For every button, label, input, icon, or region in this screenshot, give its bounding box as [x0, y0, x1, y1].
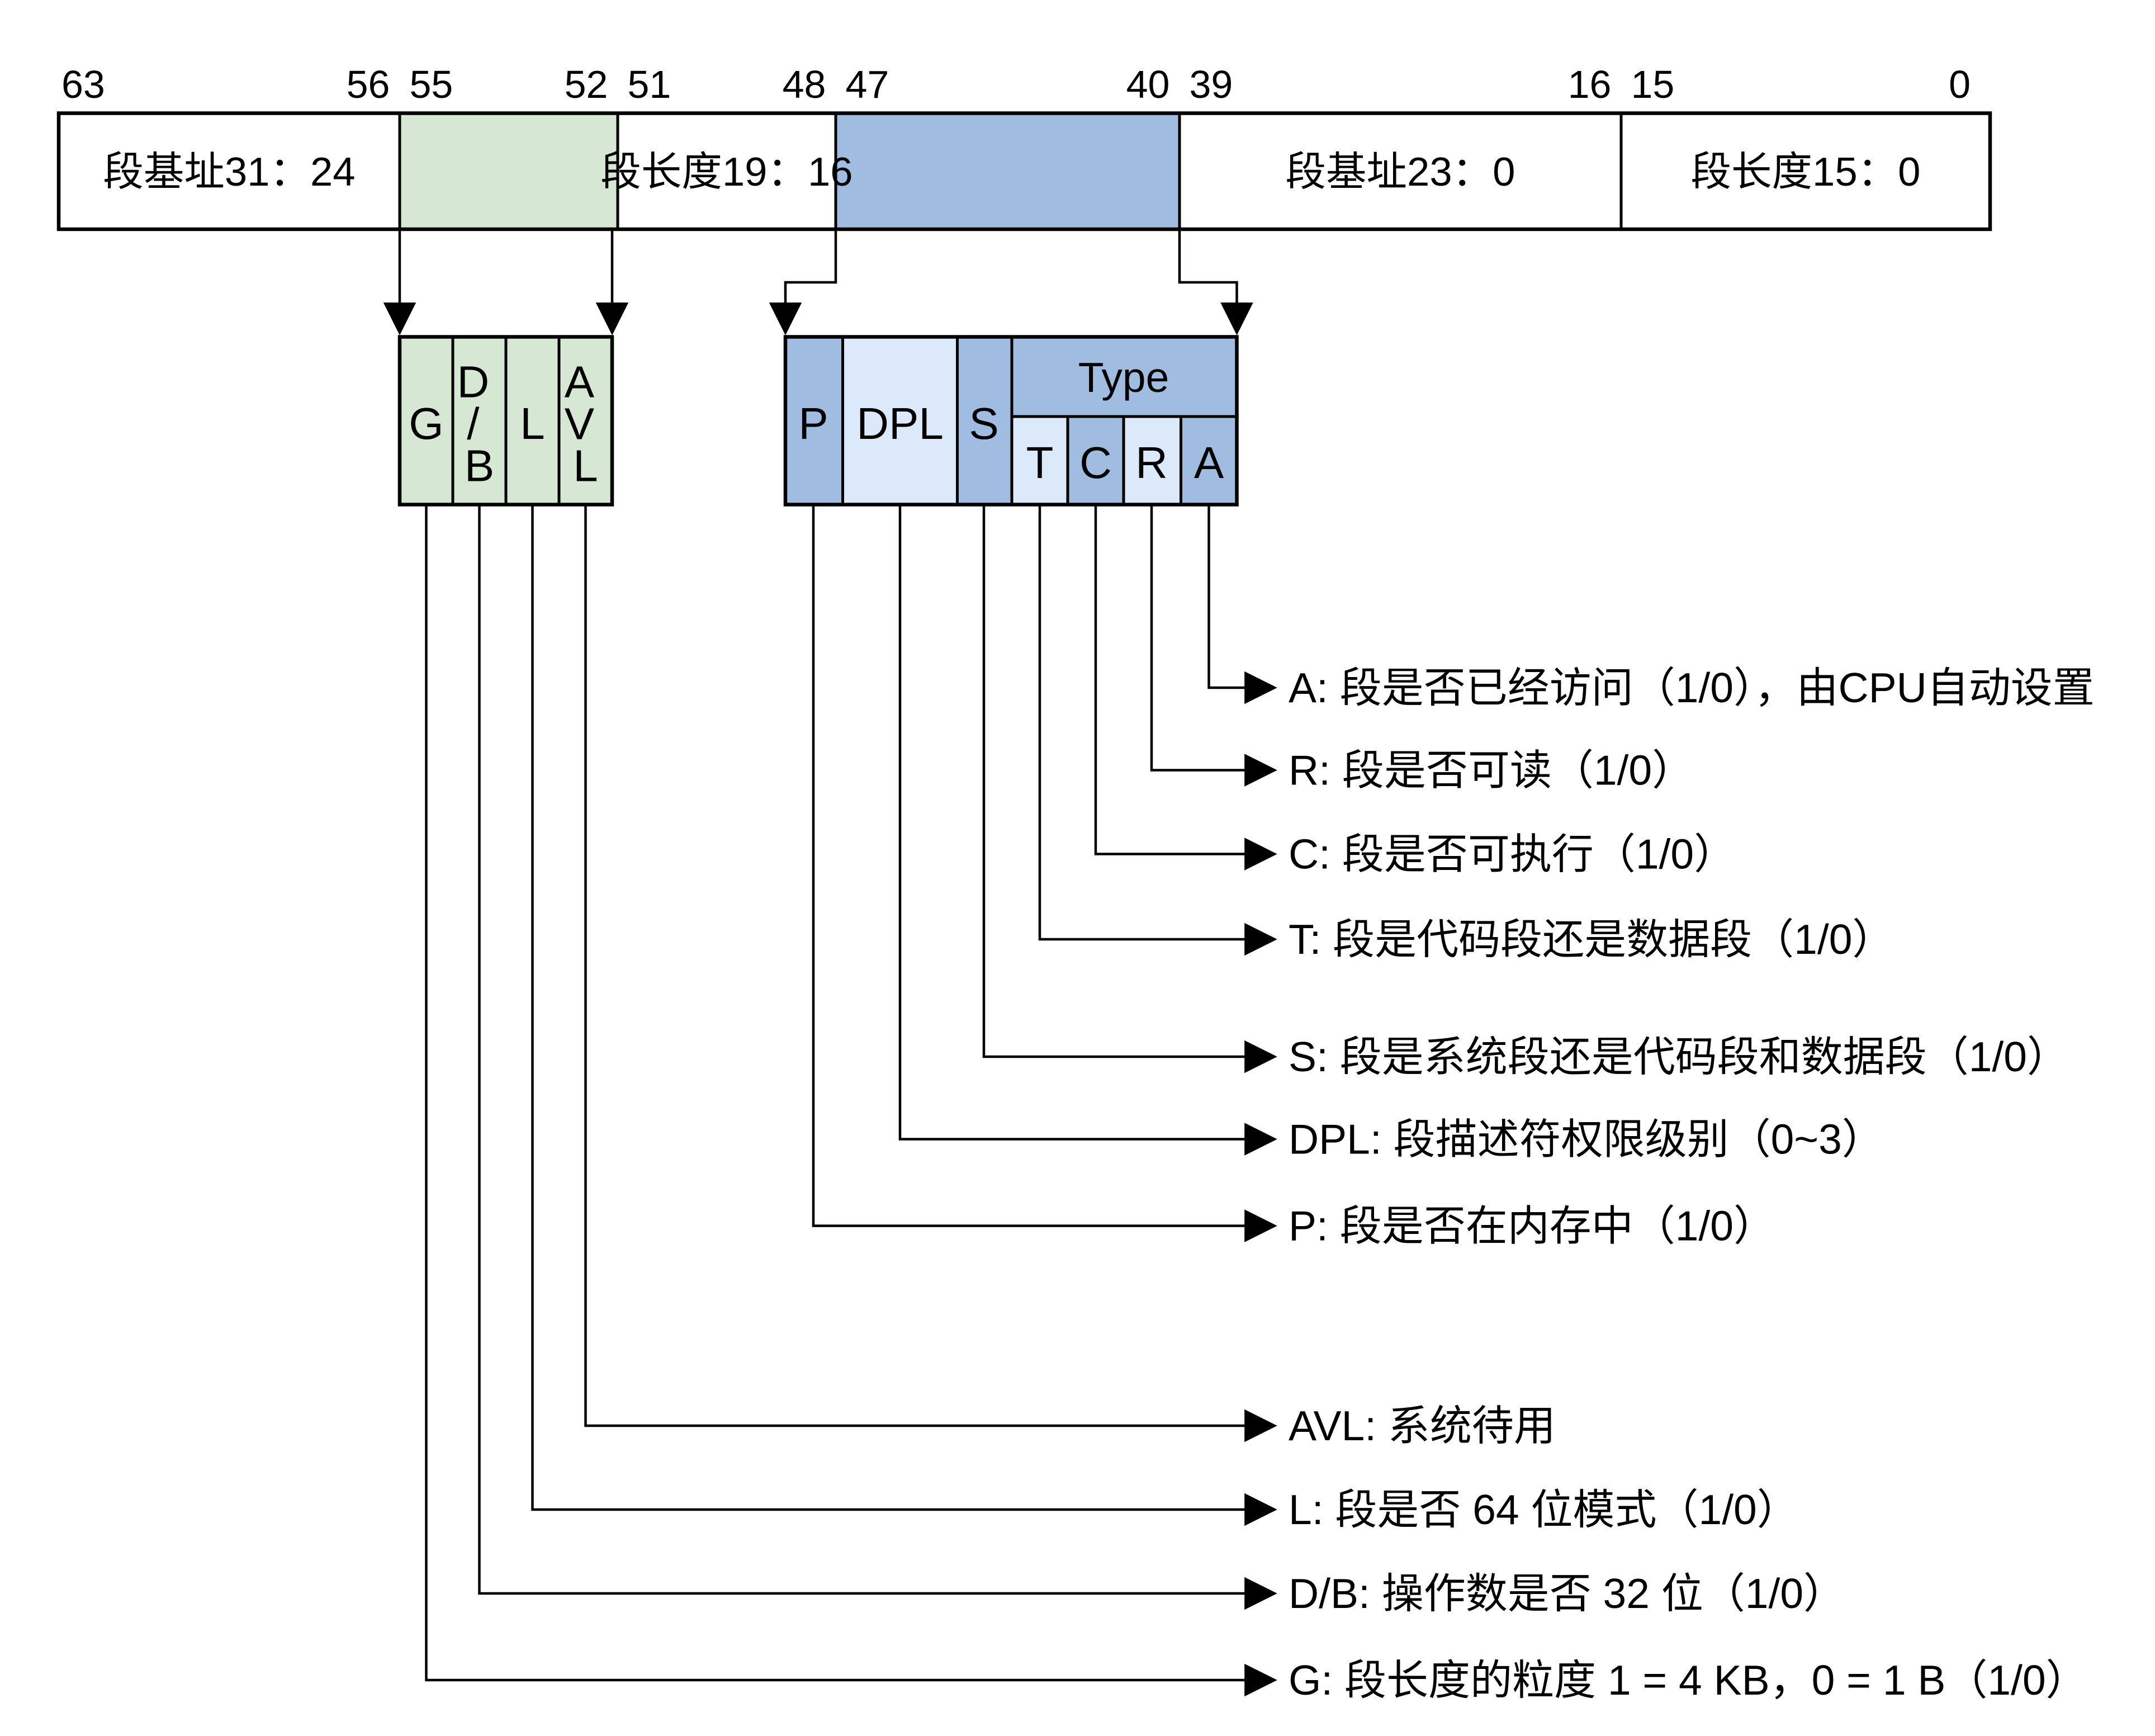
bit-label-0: 0 — [1949, 63, 1971, 106]
legend-db: D/B: 操作数是否 32 位（1/0） — [1289, 1570, 1845, 1617]
flag-cell-t: T — [1026, 438, 1054, 488]
leader-c — [1094, 504, 1277, 871]
bit-label-15: 15 — [1631, 63, 1675, 106]
register-cell-base-lo: 段基址23：0 — [1286, 149, 1515, 195]
leader-avl — [584, 504, 1277, 1442]
register-cell-limit-lo: 段长度15：0 — [1691, 149, 1921, 195]
leader-db — [478, 504, 1277, 1610]
leader-r — [1150, 504, 1277, 787]
bit-label-55: 55 — [410, 63, 453, 106]
legend-s: S: 段是系统段还是代码段和数据段（1/0） — [1289, 1033, 2069, 1080]
leader-t — [1038, 504, 1277, 956]
flag-cell-db: D / B — [457, 357, 501, 490]
flag-cell-g: G — [409, 399, 443, 448]
leader-a — [1207, 504, 1277, 704]
leader-p — [812, 504, 1277, 1242]
flag-type-header: Type — [1078, 354, 1169, 401]
register-cell-limit-hi: 段长度19：16 — [600, 149, 852, 195]
bit-label-47: 47 — [846, 63, 889, 106]
legend-avl: AVL: 系统待用 — [1289, 1402, 1556, 1449]
register-outline — [56, 111, 1992, 231]
bit-label-16: 16 — [1568, 63, 1612, 106]
register-cell-flags-green — [398, 112, 619, 231]
legend-l: L: 段是否 64 位模式（1/0） — [1289, 1486, 1799, 1533]
flag-cell-dpl: DPL — [856, 399, 944, 448]
leader-s — [982, 504, 1277, 1073]
bit-label-52: 52 — [565, 63, 608, 106]
legend-p: P: 段是否在内存中（1/0） — [1289, 1203, 1775, 1250]
bit-label-63: 63 — [61, 63, 105, 106]
flag-cell-avl: A V L — [565, 357, 607, 490]
legend-c: C: 段是否可执行（1/0） — [1289, 831, 1736, 878]
expansion-connectors — [383, 229, 1253, 335]
green-flag-outline — [397, 335, 614, 507]
bit-label-40: 40 — [1126, 63, 1170, 106]
flag-cell-r: R — [1135, 438, 1168, 488]
flag-cell-s: S — [969, 399, 998, 448]
bit-label-51: 51 — [628, 63, 671, 106]
bit-label-48: 48 — [783, 63, 826, 106]
register-cell-flags-blue — [834, 112, 1181, 231]
legend-r: R: 段是否可读（1/0） — [1289, 747, 1694, 794]
flag-cell-c: C — [1079, 438, 1112, 488]
register-cell-base-hi: 段基址31：24 — [103, 149, 355, 195]
blue-flag-box: P DPL S Type T C R A — [783, 335, 1239, 507]
register-row: 63 56 55 52 51 48 47 40 39 16 15 0 段基址31… — [56, 63, 1992, 231]
legend-a: A: 段是否已经访问（1/0），由CPU自动设置 — [1289, 664, 2095, 711]
flag-cell-a-bg — [1180, 415, 1238, 506]
legend: A: 段是否已经访问（1/0），由CPU自动设置 R: 段是否可读（1/0） C… — [1289, 664, 2095, 1704]
flag-cell-p: P — [798, 399, 828, 448]
leader-g — [425, 504, 1277, 1697]
leader-l — [531, 504, 1277, 1526]
legend-dpl: DPL: 段描述符权限级别（0~3） — [1289, 1116, 1884, 1163]
legend-leader-lines — [425, 504, 1277, 1697]
flag-cell-a: A — [1194, 438, 1224, 488]
leader-dpl — [898, 504, 1277, 1156]
green-flag-box: G D / B L A V L — [397, 335, 614, 507]
legend-t: T: 段是代码段还是数据段（1/0） — [1289, 916, 1894, 963]
blue-flag-outline — [783, 335, 1239, 507]
bit-index-labels: 63 56 55 52 51 48 47 40 39 16 15 0 — [61, 63, 1971, 106]
flag-cell-l: L — [520, 399, 545, 448]
legend-g: G: 段长度的粒度 1 = 4 KB，0 = 1 B（1/0） — [1289, 1657, 2088, 1704]
blue-expand-right-arrow — [1178, 229, 1253, 335]
bit-label-56: 56 — [347, 63, 390, 106]
bit-label-39: 39 — [1190, 63, 1233, 106]
flag-cell-dpl-bg — [841, 335, 959, 506]
blue-expand-left-arrow — [769, 229, 837, 335]
